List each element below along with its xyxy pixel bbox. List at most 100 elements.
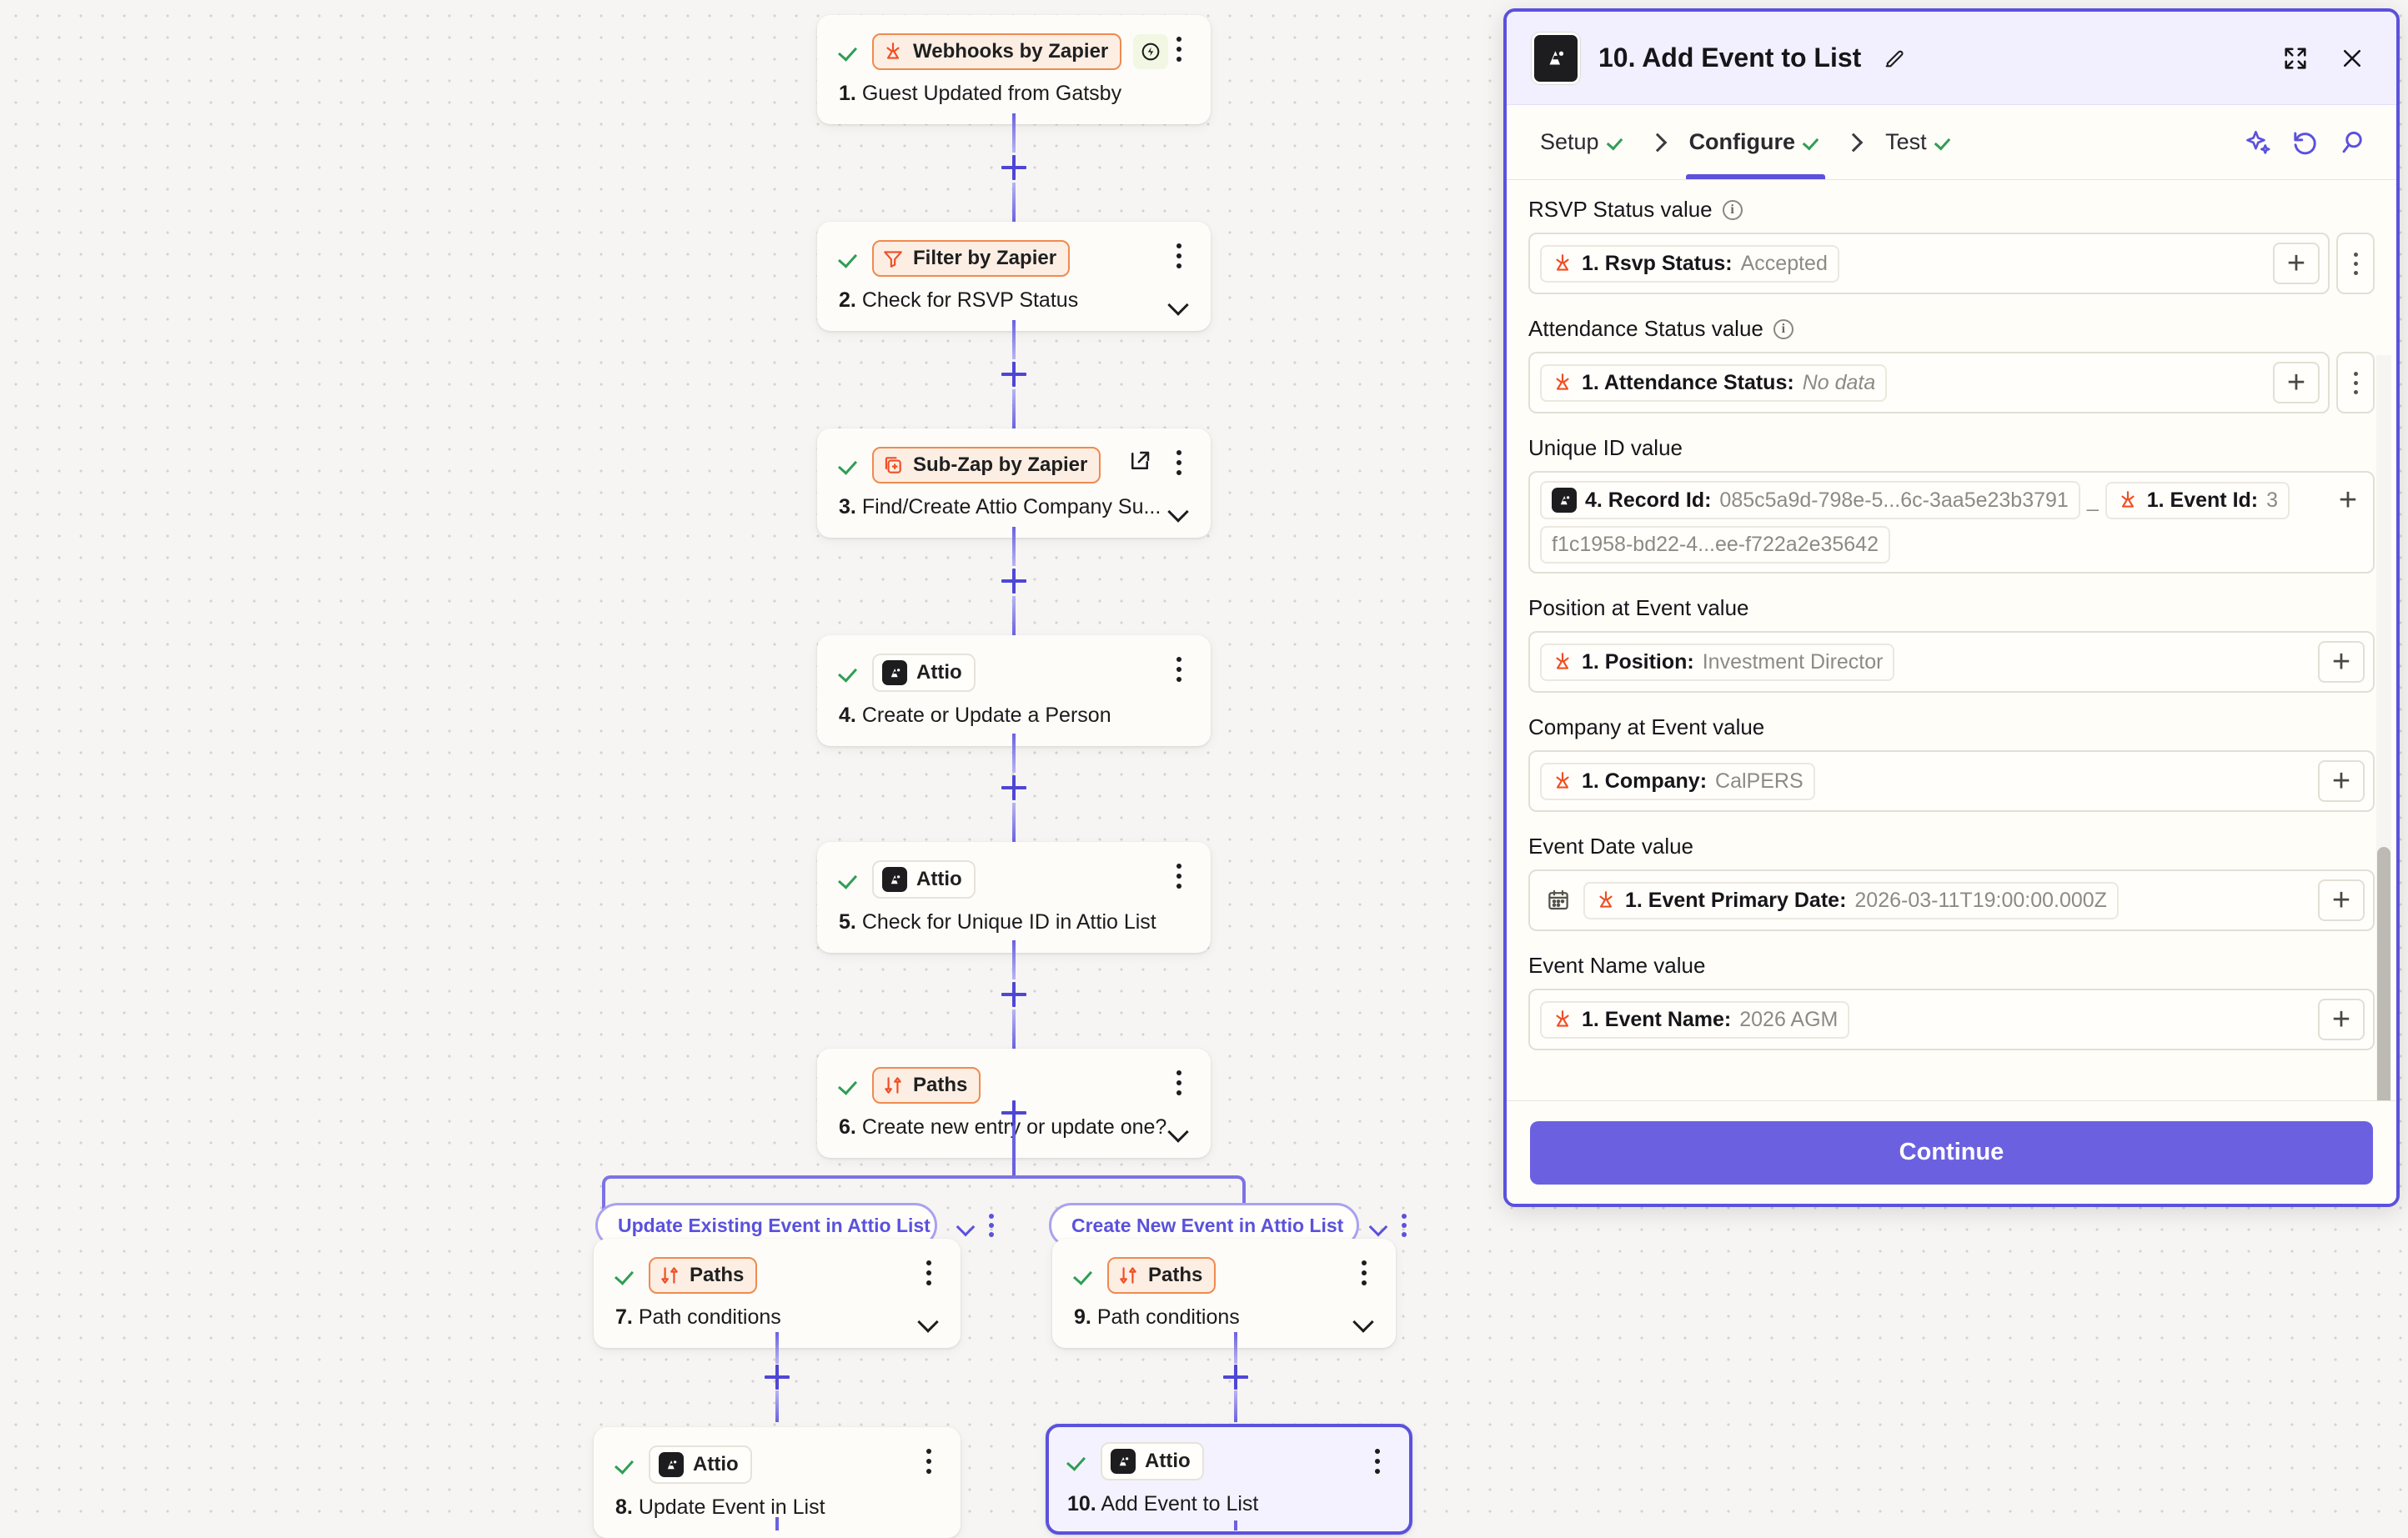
- connector-line: [775, 1390, 779, 1422]
- merge-token-rsvp_status-0[interactable]: 1. Rsvp Status:Accepted: [1540, 245, 1839, 283]
- add-field-plus-icon[interactable]: +: [2318, 760, 2365, 802]
- node-kebab-menu-icon[interactable]: [1167, 448, 1191, 477]
- open-external-icon[interactable]: [1127, 448, 1152, 473]
- merge-token-unique_id-0[interactable]: 4. Record Id:085c5a9d-798e-5...6c-3aa5e2…: [1540, 481, 2080, 519]
- branch-chevron-down-icon[interactable]: [1370, 1220, 1388, 1231]
- add-field-plus-icon[interactable]: +: [2318, 999, 2365, 1040]
- add-step-plus-icon[interactable]: [1001, 1100, 1026, 1125]
- field-input-attendance_status[interactable]: 1. Attendance Status:No data +: [1528, 352, 2330, 413]
- merge-token-company_at_event-0[interactable]: 1. Company:CalPERS: [1540, 763, 1815, 800]
- field-input-company_at_event[interactable]: 1. Company:CalPERS +: [1528, 750, 2375, 812]
- add-step-plus-icon[interactable]: [1001, 362, 1026, 387]
- app-chip-n6[interactable]: Paths: [872, 1067, 981, 1104]
- field-label-text: Event Date value: [1528, 834, 1693, 859]
- add-field-plus-icon[interactable]: +: [2273, 243, 2320, 284]
- app-chip-n7[interactable]: Paths: [649, 1257, 757, 1294]
- node-kebab-menu-icon[interactable]: [1167, 862, 1191, 890]
- node-kebab-menu-icon[interactable]: [917, 1259, 941, 1287]
- node-kebab-menu-icon[interactable]: [1167, 655, 1191, 684]
- app-chip-n8[interactable]: Attio: [649, 1445, 752, 1484]
- step-success-check-icon: [615, 1265, 637, 1286]
- node-step-title: Check for Unique ID in Attio List: [862, 910, 1156, 934]
- add-field-plus-icon[interactable]: +: [2323, 483, 2373, 519]
- branch-chevron-down-icon[interactable]: [957, 1220, 976, 1231]
- merge-token-unique_id-1[interactable]: 1. Event Id:3: [2105, 482, 2290, 519]
- app-chip-n1[interactable]: Webhooks by Zapier: [872, 33, 1121, 70]
- node-kebab-menu-icon[interactable]: [1366, 1447, 1389, 1475]
- merge-token-position_at_event-0[interactable]: 1. Position:Investment Director: [1540, 644, 1894, 681]
- merge-token-event_date-0[interactable]: 1. Event Primary Date:2026-03-11T19:00:0…: [1583, 882, 2119, 919]
- panel-scrollbar-thumb[interactable]: [2377, 847, 2390, 1100]
- field-input-event_name[interactable]: 1. Event Name:2026 AGM +: [1528, 989, 2375, 1050]
- branch-kebab-menu-icon[interactable]: [989, 1214, 994, 1237]
- tab-configure[interactable]: Configure: [1681, 105, 1831, 179]
- app-chip-n4[interactable]: Attio: [872, 654, 976, 692]
- merge-token-attendance_status-0[interactable]: 1. Attendance Status:No data: [1540, 364, 1887, 402]
- search-magnifier-icon[interactable]: [2333, 123, 2371, 162]
- field-label-company_at_event: Company at Event value: [1528, 714, 2375, 740]
- tab-check-icon: [1803, 133, 1822, 152]
- token-value: Investment Director: [1703, 650, 1884, 674]
- field-input-unique_id[interactable]: 4. Record Id:085c5a9d-798e-5...6c-3aa5e2…: [1528, 471, 2375, 574]
- app-chip-n9[interactable]: Paths: [1107, 1257, 1216, 1294]
- close-x-icon[interactable]: [2333, 39, 2371, 78]
- field-input-rsvp_status[interactable]: 1. Rsvp Status:Accepted +: [1528, 233, 2330, 294]
- field-more-options-icon[interactable]: [2336, 352, 2375, 413]
- app-chip-n10[interactable]: Attio: [1101, 1442, 1204, 1480]
- add-step-plus-icon[interactable]: [1223, 1365, 1248, 1390]
- step-tabs: Setup Configure Test: [1507, 105, 2396, 180]
- add-step-plus-icon[interactable]: [765, 1365, 790, 1390]
- field-input-position_at_event[interactable]: 1. Position:Investment Director +: [1528, 631, 2375, 693]
- info-icon[interactable]: i: [1773, 319, 1793, 339]
- continue-button[interactable]: Continue: [1530, 1121, 2373, 1185]
- node-expand-chevron-down-icon[interactable]: [919, 1315, 939, 1326]
- tab-setup[interactable]: Setup: [1532, 105, 1634, 179]
- node-expand-chevron-down-icon[interactable]: [1169, 1125, 1189, 1136]
- paths-icon: [659, 1265, 680, 1286]
- node-expand-chevron-down-icon[interactable]: [1169, 504, 1189, 516]
- branch-kebab-menu-icon[interactable]: [1402, 1214, 1407, 1237]
- tab-test[interactable]: Test: [1877, 105, 1962, 179]
- node-kebab-menu-icon[interactable]: [1167, 35, 1191, 63]
- undo-history-icon[interactable]: [2286, 123, 2325, 162]
- ai-sparkle-icon[interactable]: [2240, 123, 2278, 162]
- paths-icon: [1117, 1265, 1139, 1286]
- step-success-check-icon: [839, 454, 860, 476]
- app-chip-n3[interactable]: Sub-Zap by Zapier: [872, 447, 1101, 483]
- field-more-options-icon[interactable]: [2336, 233, 2375, 294]
- node-kebab-menu-icon[interactable]: [1167, 1069, 1191, 1097]
- node-kebab-menu-icon[interactable]: [1167, 242, 1191, 270]
- node-step-title: Find/Create Attio Company Su...: [862, 495, 1161, 519]
- app-chip-label: Attio: [916, 661, 962, 684]
- pencil-edit-icon[interactable]: [1879, 39, 1909, 78]
- app-chip-n5[interactable]: Attio: [872, 860, 976, 899]
- field-input-event_date[interactable]: 1. Event Primary Date:2026-03-11T19:00:0…: [1528, 869, 2375, 931]
- add-step-plus-icon[interactable]: [1001, 775, 1026, 800]
- merge-token-unique_id-2[interactable]: f1c1958-bd22-4...ee-f722a2e35642: [1540, 526, 1890, 564]
- node-kebab-menu-icon[interactable]: [917, 1447, 941, 1475]
- add-field-plus-icon[interactable]: +: [2318, 879, 2365, 921]
- add-field-plus-icon[interactable]: +: [2273, 362, 2320, 403]
- node-kebab-menu-icon[interactable]: [1352, 1259, 1376, 1287]
- app-chip-n2[interactable]: Filter by Zapier: [872, 240, 1070, 277]
- add-step-plus-icon[interactable]: [1001, 155, 1026, 180]
- node-title-n8: 8. Update Event in List: [615, 1495, 939, 1520]
- add-field-plus-icon[interactable]: +: [2318, 641, 2365, 683]
- info-icon[interactable]: i: [1723, 200, 1743, 220]
- add-step-plus-icon[interactable]: [1001, 569, 1026, 594]
- add-step-plus-icon[interactable]: [1001, 982, 1026, 1007]
- node-expand-chevron-down-icon[interactable]: [1169, 298, 1189, 309]
- merge-token-event_name-0[interactable]: 1. Event Name:2026 AGM: [1540, 1001, 1849, 1039]
- expand-fullscreen-icon[interactable]: [2276, 39, 2315, 78]
- field-group-company_at_event: Company at Event value 1. Company:CalPERS…: [1528, 714, 2375, 812]
- node-expand-chevron-down-icon[interactable]: [1354, 1315, 1374, 1326]
